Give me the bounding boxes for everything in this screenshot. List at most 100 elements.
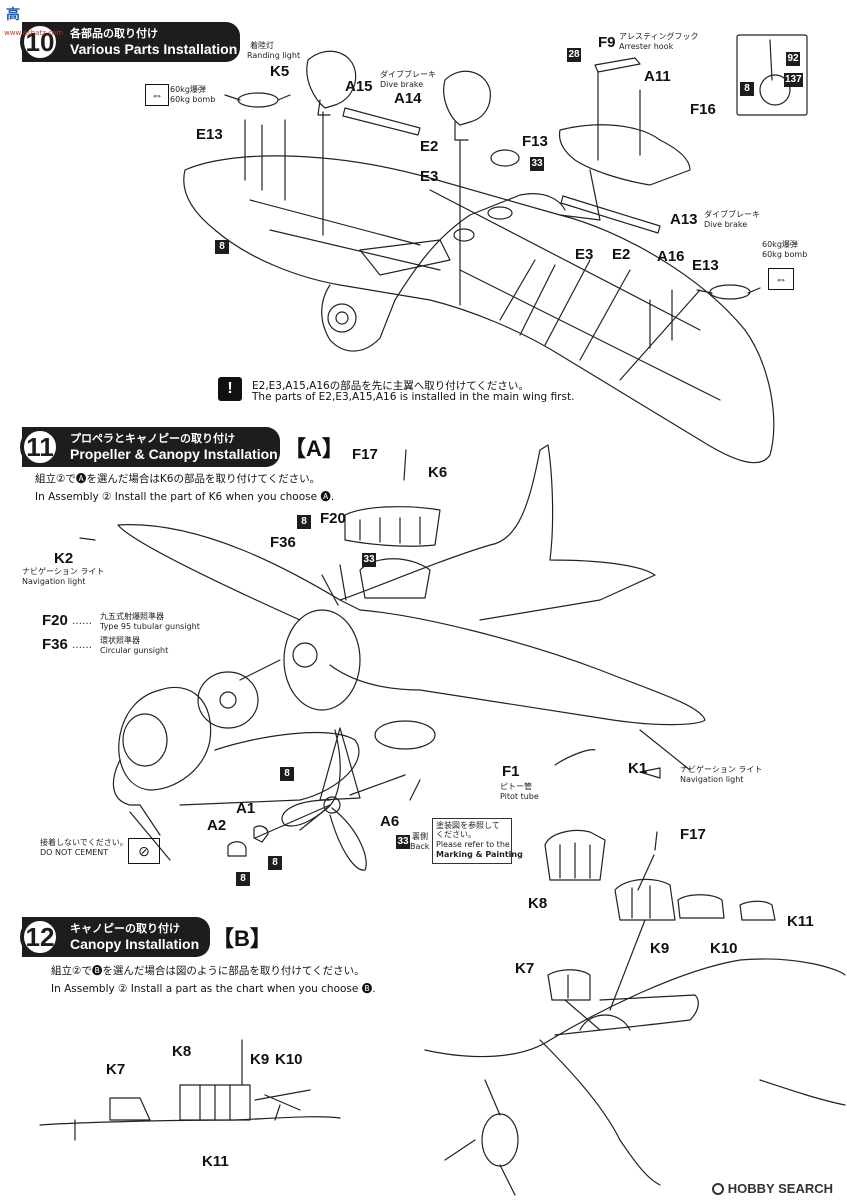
label-f1-en: Pitot tube — [500, 792, 539, 801]
paint-box-28: 28 — [567, 48, 581, 62]
label-f13: F13 — [522, 133, 548, 150]
step12-choice: B — [234, 926, 250, 951]
step11-header: プロペラとキャノピーの取り付け Propeller & Canopy Insta… — [22, 427, 280, 467]
label-a2: A2 — [207, 817, 227, 834]
step12-drawing — [39, 829, 846, 1196]
paint-box-33: 33 — [530, 157, 544, 171]
label-f17-canopy: F17 — [680, 826, 706, 843]
step11-inst-jp: 組立②で🅐を選んだ場合はK6の部品を取り付けてください。 — [35, 473, 321, 485]
legend-f20: F20 — [42, 612, 68, 629]
paint-box-8-a1: 8 — [268, 856, 282, 870]
step11-title-jp: プロペラとキャノピーの取り付け — [70, 432, 235, 445]
label-f1: F1 — [502, 763, 520, 780]
no-cement-en: DO NOT CEMENT — [40, 848, 109, 857]
legend-f36-en: Circular gunsight — [100, 646, 169, 655]
site-url: www.ashatz.com — [4, 29, 64, 37]
side-label-k8: K8 — [172, 1043, 192, 1060]
brand-logo-icon — [712, 1183, 725, 1195]
label-back-jp: 裏側 — [412, 832, 428, 841]
no-cement-jp: 接着しないでください。 — [40, 838, 128, 847]
paint-box-8-prop: 8 — [280, 767, 294, 781]
step10-note-en: The parts of E2,E3,A15,A16 is installed … — [252, 391, 575, 403]
label-bomb-right-en: 60kg bomb — [762, 250, 808, 259]
label-a14: A14 — [394, 90, 422, 107]
label-f17: F17 — [352, 446, 378, 463]
step12-title-jp: キャノピーの取り付け — [70, 922, 180, 935]
label-f9-jp: アレスティングフック — [619, 32, 699, 41]
marking-en2: Marking & Painting — [436, 850, 523, 859]
side-label-k11: K11 — [202, 1153, 229, 1170]
label-a11: A11 — [644, 68, 671, 85]
label-f20: F20 — [320, 510, 346, 527]
label-k1-en: Navigation light — [680, 775, 744, 784]
step11-choice: A — [306, 436, 322, 461]
label-k5-jp: 着陸灯 — [250, 41, 274, 50]
label-k8: K8 — [528, 895, 548, 912]
marking-reference-box: 塗装図を参照して ください。 Please refer to the Marki… — [432, 818, 523, 864]
label-a13-jp: ダイブブレーキ — [704, 210, 760, 219]
marking-en: Please refer to the — [436, 840, 510, 849]
swap-arrow-icon-right: ⇔ — [768, 268, 794, 290]
label-k1-jp: ナビゲーション ライト — [680, 765, 763, 774]
paint-box-33-back: 33 — [396, 835, 410, 849]
legend-f20-dots: …… — [72, 616, 92, 627]
side-label-k7: K7 — [106, 1061, 126, 1078]
paint-box-8-a2: 8 — [236, 872, 250, 886]
label-k10: K10 — [710, 940, 738, 957]
label-a14-jp: ダイブブレーキ — [380, 70, 436, 79]
label-e13-right: E13 — [692, 257, 719, 274]
swap-arrow-icon: ⇔ — [145, 84, 169, 106]
side-label-k10: K10 — [275, 1051, 303, 1068]
label-k2-jp: ナビゲーション ライト — [22, 567, 105, 576]
paint-box-92: 92 — [786, 52, 800, 66]
step10-note-jp: E2,E3,A15,A16の部品を先に主翼へ取り付けてください。 — [252, 380, 529, 392]
label-a14-en: Dive brake — [380, 80, 424, 89]
step11-inst-en: In Assembly ② Install the part of K6 whe… — [35, 491, 335, 503]
label-k9: K9 — [650, 940, 670, 957]
label-f9: F9 — [598, 34, 616, 51]
side-label-k9: K9 — [250, 1051, 270, 1068]
step11-aircraft-drawing — [79, 444, 706, 871]
label-k5: K5 — [270, 63, 290, 80]
paint-box-137: 137 — [784, 73, 803, 87]
label-bomb-right-jp: 60kg爆弾 — [762, 240, 798, 249]
step11-number: 11 — [20, 427, 60, 467]
label-k5-en: Randing light — [247, 51, 301, 60]
label-a6: A6 — [380, 813, 400, 830]
step10-title-en: Various Parts Installation — [70, 41, 238, 57]
step11-choice-label: 【A】 — [284, 436, 344, 461]
label-a16: A16 — [657, 248, 685, 265]
label-e3-right: E3 — [575, 246, 594, 263]
label-a13-en: Dive brake — [704, 220, 748, 229]
label-k1: K1 — [628, 760, 648, 777]
paint-box-33-f20: 33 — [362, 553, 376, 567]
legend-f20-jp: 九五式射爆照準器 — [100, 612, 164, 621]
label-bomb-left-jp: 60kg爆弾 — [170, 85, 206, 94]
label-f1-jp: ピトー管 — [500, 782, 532, 791]
legend-f36-jp: 環状照準器 — [100, 636, 140, 645]
step12-inst-en: In Assembly ② Install a part as the char… — [51, 983, 376, 995]
paint-box-8-gear: 8 — [740, 82, 754, 96]
step11-title-en: Propeller & Canopy Installation — [70, 446, 278, 462]
step10-title-jp: 各部品の取り付け — [70, 27, 158, 40]
label-e13: E13 — [196, 126, 223, 143]
paint-box-8-k6: 8 — [297, 515, 311, 529]
site-logo-text: 高 — [6, 7, 20, 23]
caution-icon: ! — [218, 377, 242, 401]
label-k11: K11 — [787, 913, 814, 930]
marking-jp: 塗装図を参照して — [436, 821, 500, 830]
label-k2: K2 — [54, 550, 74, 567]
step10-number: 10 — [20, 22, 60, 62]
no-cement-icon: ⊘ — [128, 838, 160, 864]
step12-choice-label: 【B】 — [212, 926, 272, 951]
hobby-search-watermark: HOBBY SEARCH — [712, 1181, 833, 1196]
site-logo: 高 — [6, 4, 20, 24]
label-k2-en: Navigation light — [22, 577, 86, 586]
brand-text: HOBBY SEARCH — [727, 1181, 833, 1196]
legend-f36: F36 — [42, 636, 68, 653]
label-e3: E3 — [420, 168, 439, 185]
step12-title-en: Canopy Installation — [70, 936, 200, 952]
label-a1: A1 — [236, 800, 256, 817]
paint-box-8: 8 — [215, 240, 229, 254]
